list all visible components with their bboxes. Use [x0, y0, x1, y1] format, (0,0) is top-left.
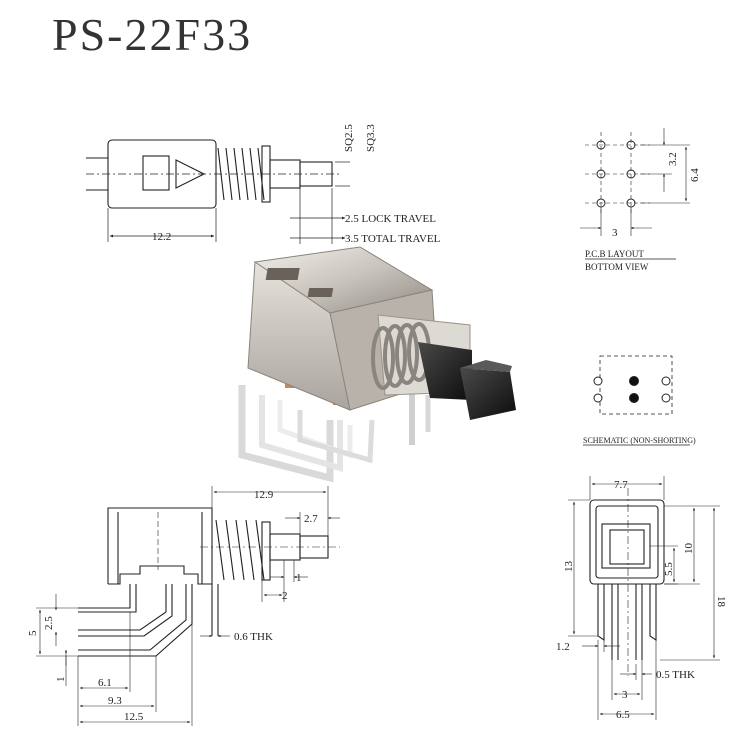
- side-dim-1b: 1: [55, 677, 67, 683]
- total-travel-label: 3.5 TOTAL TRAVEL: [345, 233, 441, 245]
- switch-photo: [238, 246, 516, 483]
- front-dim-10: 10: [683, 543, 695, 555]
- side-dim-2-7: 2.7: [304, 513, 318, 525]
- front-dim-3: 3: [622, 689, 628, 701]
- lock-travel-label: 2.5 LOCK TRAVEL: [345, 213, 436, 225]
- top-view: [86, 139, 350, 244]
- pcb-caption: P.C.B LAYOUT: [585, 249, 644, 259]
- side-dim-12-5: 12.5: [124, 711, 144, 723]
- front-view: [568, 476, 720, 720]
- front-dim-1-2: 1.2: [556, 641, 570, 653]
- side-dim-9-3: 9.3: [108, 695, 122, 707]
- front-dim-6-5: 6.5: [616, 709, 630, 721]
- side-dim-1: 1: [296, 572, 302, 584]
- front-dim-5-5: 5.5: [663, 562, 675, 576]
- front-dim-7-7: 7.7: [614, 479, 628, 491]
- side-dim-thk: 0.6 THK: [234, 631, 273, 643]
- front-dim-13: 13: [563, 561, 575, 573]
- page-title: PS-22F33: [52, 9, 253, 60]
- pcb-layout: [580, 128, 690, 260]
- dim-sq-small: SQ2.5: [343, 124, 355, 152]
- dim-sq-large: SQ3.3: [365, 124, 377, 152]
- side-dim-2-5: 2.5: [43, 616, 55, 630]
- side-view: [36, 486, 340, 726]
- side-dim-6-1: 6.1: [98, 677, 112, 689]
- pcb-caption-sub: BOTTOM VIEW: [585, 262, 649, 272]
- pcb-dim-3-2: 3.2: [667, 152, 679, 166]
- side-dim-2: 2: [282, 590, 288, 602]
- front-dim-thk: 0.5 THK: [656, 669, 695, 681]
- schematic-caption: SCHEMATIC (NON-SHORTING): [583, 436, 696, 445]
- side-dim-12-9: 12.9: [254, 489, 274, 501]
- pcb-dim-3: 3: [612, 227, 618, 239]
- pcb-dim-6-4: 6.4: [689, 168, 701, 182]
- front-dim-18: 18: [715, 596, 727, 608]
- dim-body-length: 12.2: [152, 231, 171, 243]
- side-dim-5: 5: [27, 630, 39, 636]
- schematic: [583, 355, 690, 446]
